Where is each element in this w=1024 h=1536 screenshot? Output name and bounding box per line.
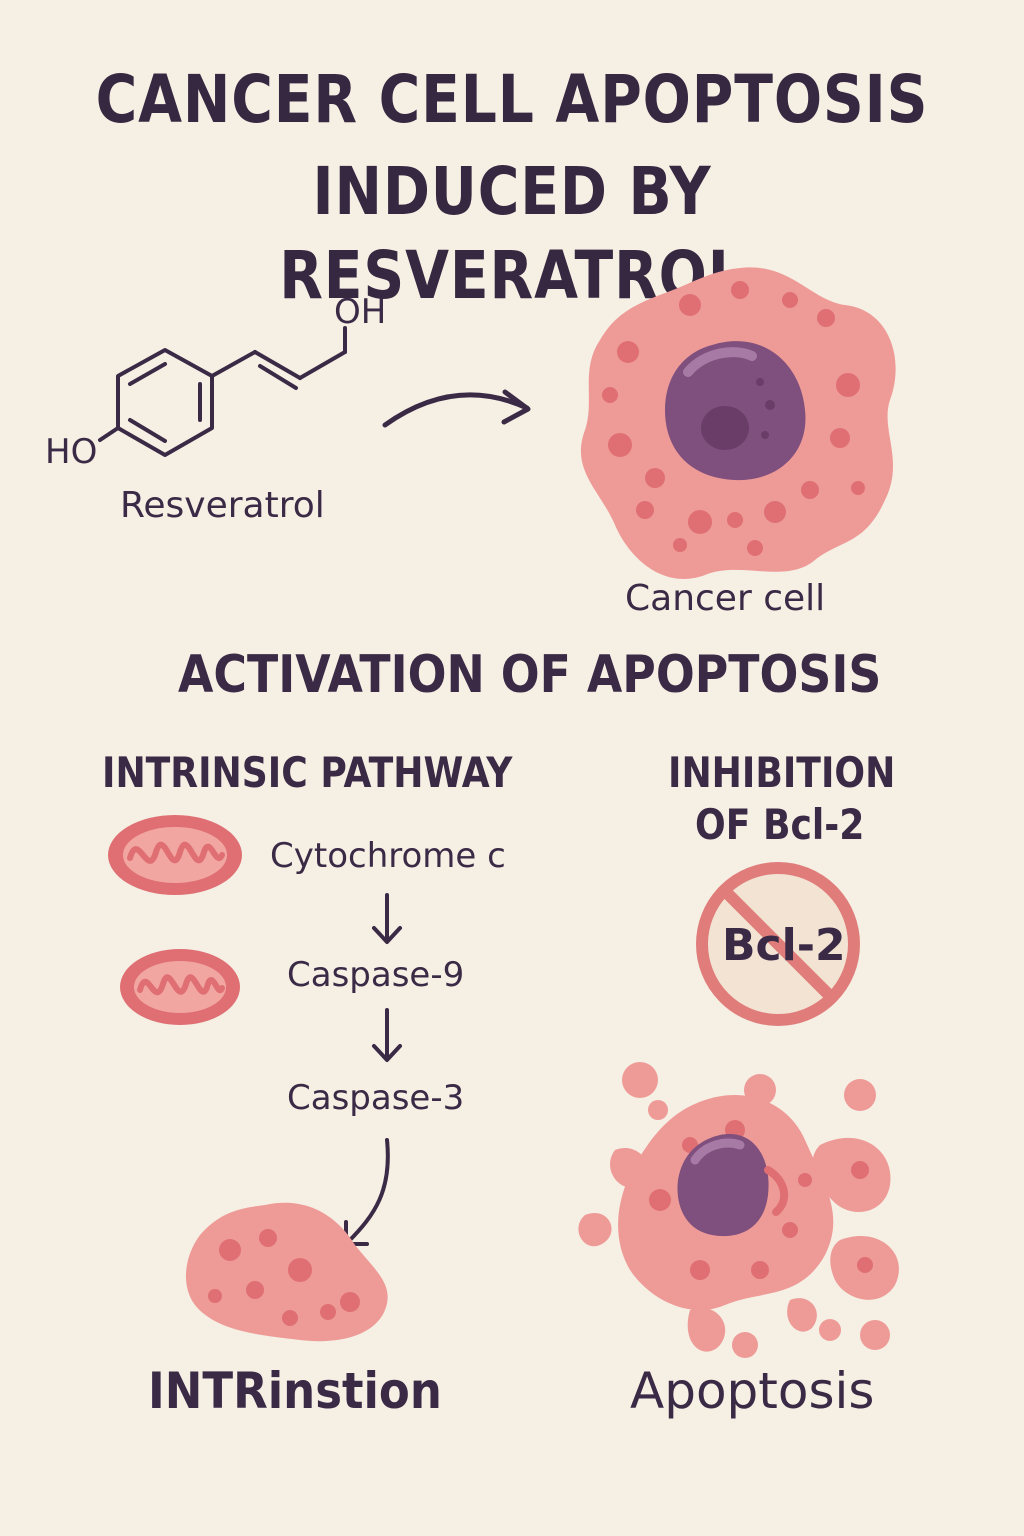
pathway-step-cytochrome-c: Cytochrome c — [270, 836, 506, 876]
pathway-step-caspase-3: Caspase-3 — [287, 1078, 465, 1118]
oh-top-label: OH — [334, 292, 387, 332]
bcl2-heading-line-2: OF Bcl-2 — [695, 800, 865, 849]
bcl2-symbol-text: Bcl-2 — [722, 920, 846, 971]
bcl2-heading-line-1: INHIBITION — [668, 748, 896, 797]
ho-left-label: HO — [45, 432, 98, 472]
intrinsic-result-label: INTRinstion — [148, 1362, 442, 1420]
apoptosis-result-label: Apoptosis — [630, 1362, 875, 1420]
pathway-step-caspase-9: Caspase-9 — [287, 955, 465, 995]
title-line-1: CANCER CELL APOPTOSIS — [95, 61, 929, 138]
intrinsic-pathway-heading: INTRINSIC PATHWAY — [102, 748, 513, 797]
cancer-cell-label: Cancer cell — [625, 578, 826, 619]
resveratrol-label: Resveratrol — [120, 485, 325, 526]
section-heading: ACTIVATION OF APOPTOSIS — [178, 645, 882, 705]
